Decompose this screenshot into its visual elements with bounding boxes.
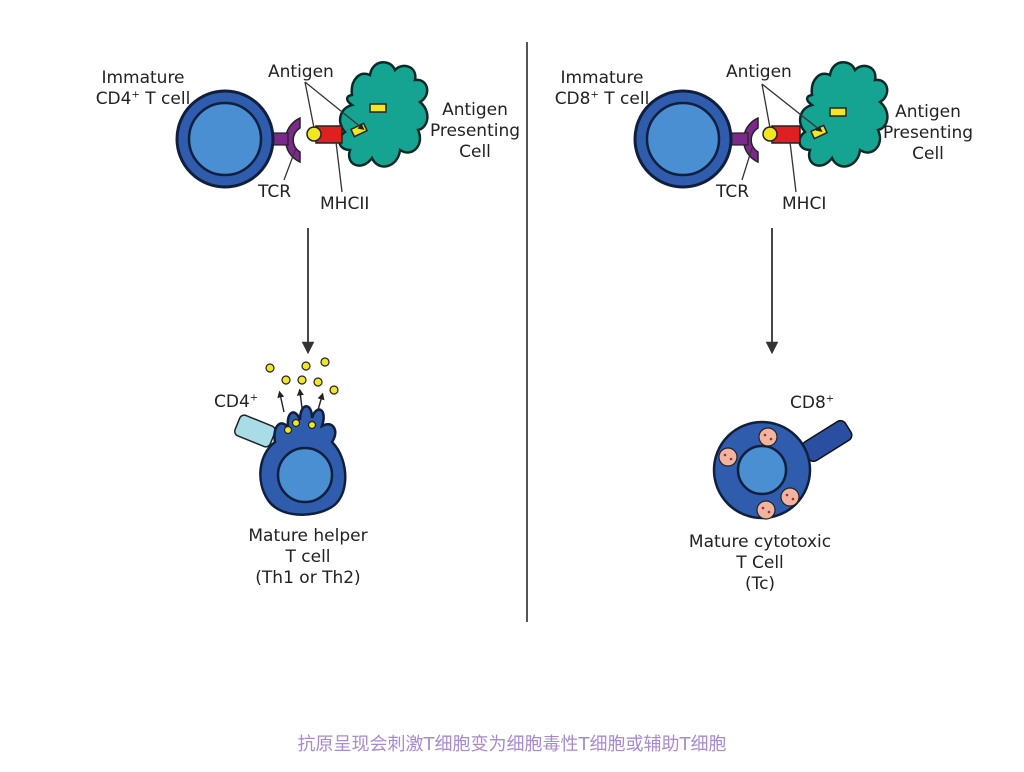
left-marker-label: CD4+ [214,392,259,412]
left-antigen-presenting-cell [338,61,429,168]
left-panel [175,61,429,516]
left-cd4-marker [234,414,276,448]
right-immature-line1: Immature [560,68,644,88]
right-bound-antigen [762,126,778,142]
left-apc-line1: Antigen [442,100,508,120]
left-tcr-pointer [283,147,297,181]
left-antigen-fragment [369,103,387,113]
right-marker-label: CD8+ [790,393,835,413]
right-antigen-pointer [761,83,823,133]
right-apc-line1: Antigen [895,102,961,122]
right-cytotoxic-granules [718,427,800,520]
left-immature-line1: Immature [101,68,185,88]
left-mature-helper-nucleus [276,446,334,504]
right-antigen-pointer [761,83,771,129]
right-mature-cytotoxic-nucleus [736,444,788,496]
left-immature-label: Immature CD4+ T cell [78,68,208,110]
right-mature-label: Mature cytotoxic T Cell (Tc) [675,532,845,595]
right-antigen-label: Antigen [726,62,792,82]
left-tcr-receptor [284,116,301,164]
left-mature-line2: T cell [285,547,331,567]
right-antigen-fragment [829,107,847,117]
left-immature-line2: CD4+ T cell [95,89,191,109]
right-mature-line3: (Tc) [744,574,776,594]
right-panel [633,61,889,520]
right-granule-dots [723,433,795,514]
left-secretion-arrows [277,388,325,413]
figure-caption: 抗原呈现会刺激T细胞变为细胞毒性T细胞或辅助T细胞 [297,734,727,755]
left-antigen-label: Antigen [268,62,334,82]
right-immature-label: Immature CD8+ T cell [537,68,667,110]
left-antigen-pointer [304,81,365,131]
right-apc-line3: Cell [912,144,944,164]
left-mhc-pointer [335,141,343,193]
right-apc-line2: Presenting [882,123,974,143]
left-immature-t-cell-nucleus [187,101,263,177]
left-mature-label: Mature helper T cell (Th1 or Th2) [228,526,388,589]
right-mhc-label: MHCI [782,194,827,214]
left-apc-line2: Presenting [429,121,521,141]
right-tcr-label: TCR [716,182,750,202]
left-mhc-label: MHCII [320,194,370,214]
left-bound-antigen [306,126,322,142]
left-antigen-pointer [304,81,315,129]
left-tcr-label: TCR [258,182,292,202]
right-immature-t-cell-nucleus [645,101,721,177]
left-mature-line3: (Th1 or Th2) [255,568,361,588]
right-immature-line2: CD8+ T cell [554,89,650,109]
right-apc-label: Antigen Presenting Cell [878,102,978,165]
right-tcr-receptor [742,116,759,164]
right-mhc-pointer [789,141,797,193]
left-mature-line1: Mature helper [248,526,368,546]
right-tcr-pointer [741,147,753,181]
right-mature-line2: T Cell [736,553,784,573]
left-apc-line3: Cell [459,142,491,162]
left-cytokine-dots [265,357,339,435]
left-apc-label: Antigen Presenting Cell [420,100,530,163]
right-mature-line1: Mature cytotoxic [688,532,832,552]
